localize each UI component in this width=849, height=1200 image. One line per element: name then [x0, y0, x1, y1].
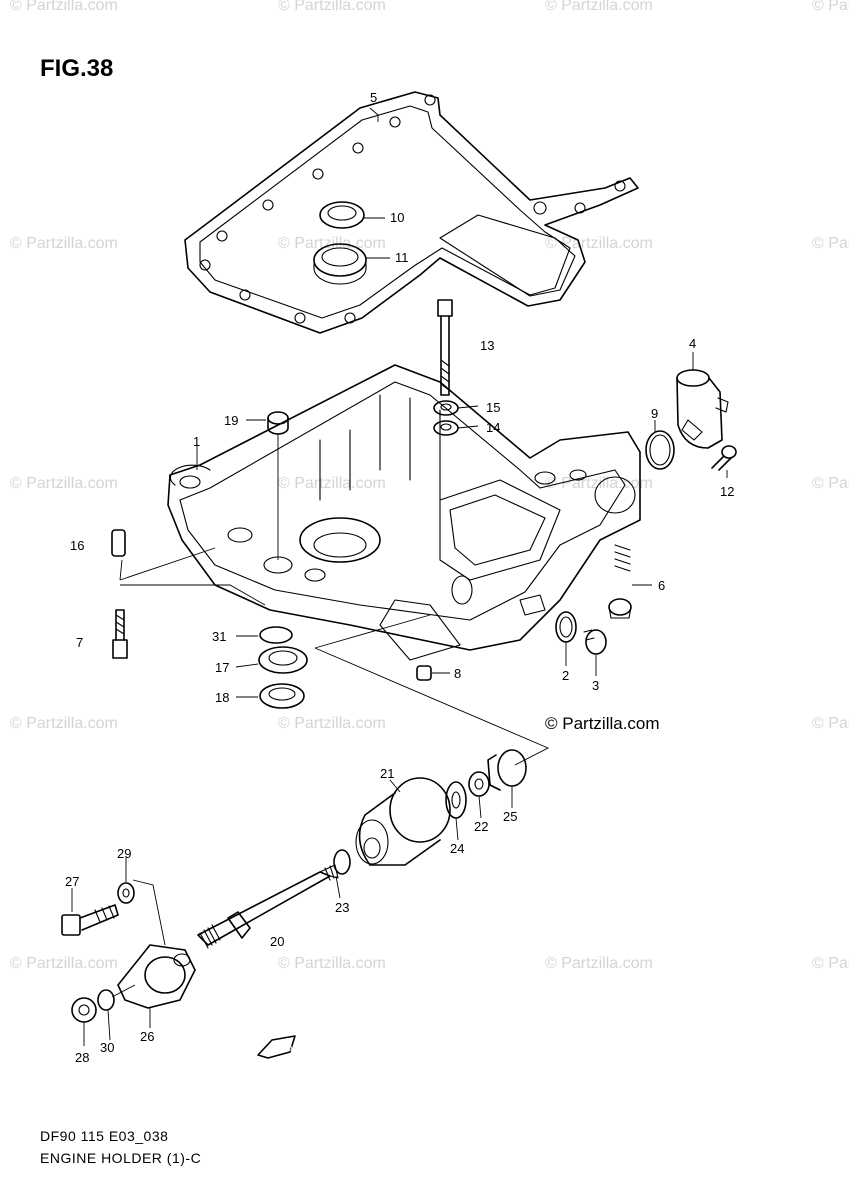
callout-10: 10: [390, 210, 404, 225]
plug-part-19: [267, 411, 289, 560]
callout-21: 21: [380, 766, 394, 781]
oil-seal-part-11: [313, 243, 367, 285]
callout-leaders: [71, 107, 728, 1046]
watermark: © Partzilla.com: [812, 0, 849, 14]
bolt-part-7: [112, 609, 128, 659]
spring-part-6: [608, 544, 632, 619]
watermark-layer: © Partzilla.com © Partzilla.com © Partzi…: [10, 0, 849, 972]
collar-part-25: [487, 749, 527, 791]
watermark: © Partzilla.com: [10, 0, 118, 14]
watermark: © Partzilla.com: [812, 955, 849, 972]
watermark: © Partzilla.com: [278, 955, 386, 972]
callout-1: 1: [193, 434, 200, 449]
gasket-part-2: [555, 611, 577, 643]
callout-11: 11: [395, 250, 409, 265]
watermark: © Partzilla.com: [812, 475, 849, 492]
bolt-part-12: [711, 445, 737, 471]
washer-part-30: [97, 989, 115, 1011]
watermark: © Partzilla.com: [545, 955, 653, 972]
leader-line: [111, 984, 136, 998]
engine-holder-part-1: [167, 364, 641, 661]
callout-2: 2: [562, 668, 569, 683]
bolt-part-27: [61, 904, 119, 936]
leader-line: [132, 879, 166, 946]
callout-4: 4: [689, 336, 696, 351]
watermark: © Partzilla.com: [545, 235, 653, 252]
callout-19: 19: [224, 413, 238, 428]
watermark: © Partzilla.com: [10, 235, 118, 252]
callout-25: 25: [503, 809, 517, 824]
copyright-notice: © Partzilla.com: [545, 714, 660, 733]
callout-24: 24: [450, 841, 464, 856]
gasket-part-5: [184, 91, 639, 334]
callout-8: 8: [454, 666, 461, 681]
bearing-part-17: [258, 646, 308, 674]
shaft-part-20: [197, 864, 339, 949]
callout-31: 31: [212, 629, 226, 644]
watermark: © Partzilla.com: [10, 715, 118, 732]
watermark: © Partzilla.com: [812, 235, 849, 252]
diagram-code: DF90 115 E03_038: [40, 1128, 169, 1144]
watermark: © Partzilla.com: [278, 235, 386, 252]
plug-part-3: [583, 629, 607, 655]
callout-5: 5: [370, 90, 377, 105]
callout-28: 28: [75, 1050, 89, 1065]
fwd-arrow-icon: FWD: [257, 1035, 296, 1059]
callout-16: 16: [70, 538, 84, 553]
callout-30: 30: [100, 1040, 114, 1055]
callout-14: 14: [486, 420, 500, 435]
watermark: © Partzilla.com: [10, 955, 118, 972]
callout-6: 6: [658, 578, 665, 593]
washer-part-23: [333, 849, 351, 875]
nut-part-28: [71, 997, 97, 1023]
callout-15: 15: [486, 400, 500, 415]
watermark: © Partzilla.com: [545, 0, 653, 14]
watermark: © Partzilla.com: [10, 475, 118, 492]
bolt-part-13: [437, 299, 453, 396]
leader-line: [119, 547, 216, 581]
callout-20: 20: [270, 934, 284, 949]
nut-part-22: [468, 771, 490, 797]
callout-13: 13: [480, 338, 494, 353]
leader-line: [120, 584, 266, 606]
figure-title: FIG.38: [40, 55, 114, 82]
washer-part-14: [433, 420, 459, 436]
o-ring-part-9: [645, 430, 675, 470]
callout-18: 18: [215, 690, 229, 705]
dowel-part-16: [111, 529, 126, 557]
callout-17: 17: [215, 660, 229, 675]
watermark: © Partzilla.com: [278, 0, 386, 14]
seal-part-18: [259, 683, 305, 709]
circlip-part-31: [259, 626, 293, 644]
callout-9: 9: [651, 406, 658, 421]
callout-29: 29: [117, 846, 131, 861]
callout-26: 26: [140, 1029, 154, 1044]
callout-23: 23: [335, 900, 349, 915]
callout-22: 22: [474, 819, 488, 834]
callout-12: 12: [720, 484, 734, 499]
bushing-part-21: [355, 777, 451, 866]
diagram-name: ENGINE HOLDER (1)-C: [40, 1150, 202, 1166]
callout-3: 3: [592, 678, 599, 693]
elbow-part-4: [676, 369, 729, 449]
pin-part-8: [416, 665, 432, 681]
fwd-arrow-label: FWD: [274, 1044, 292, 1053]
washer-part-29: [117, 882, 135, 904]
watermark: © Partzilla.com: [812, 715, 849, 732]
callout-27: 27: [65, 874, 79, 889]
watermark: © Partzilla.com: [278, 715, 386, 732]
leader-line: [314, 614, 550, 766]
oil-seal-part-10: [319, 201, 365, 229]
callout-7: 7: [76, 635, 83, 650]
bracket-part-26: [117, 944, 196, 1009]
watermark: © Partzilla.com: [278, 475, 386, 492]
callout-labels: 5 10 11 13 15 14 19 1 4 9 12 16 6 7 31 1…: [65, 90, 734, 1065]
